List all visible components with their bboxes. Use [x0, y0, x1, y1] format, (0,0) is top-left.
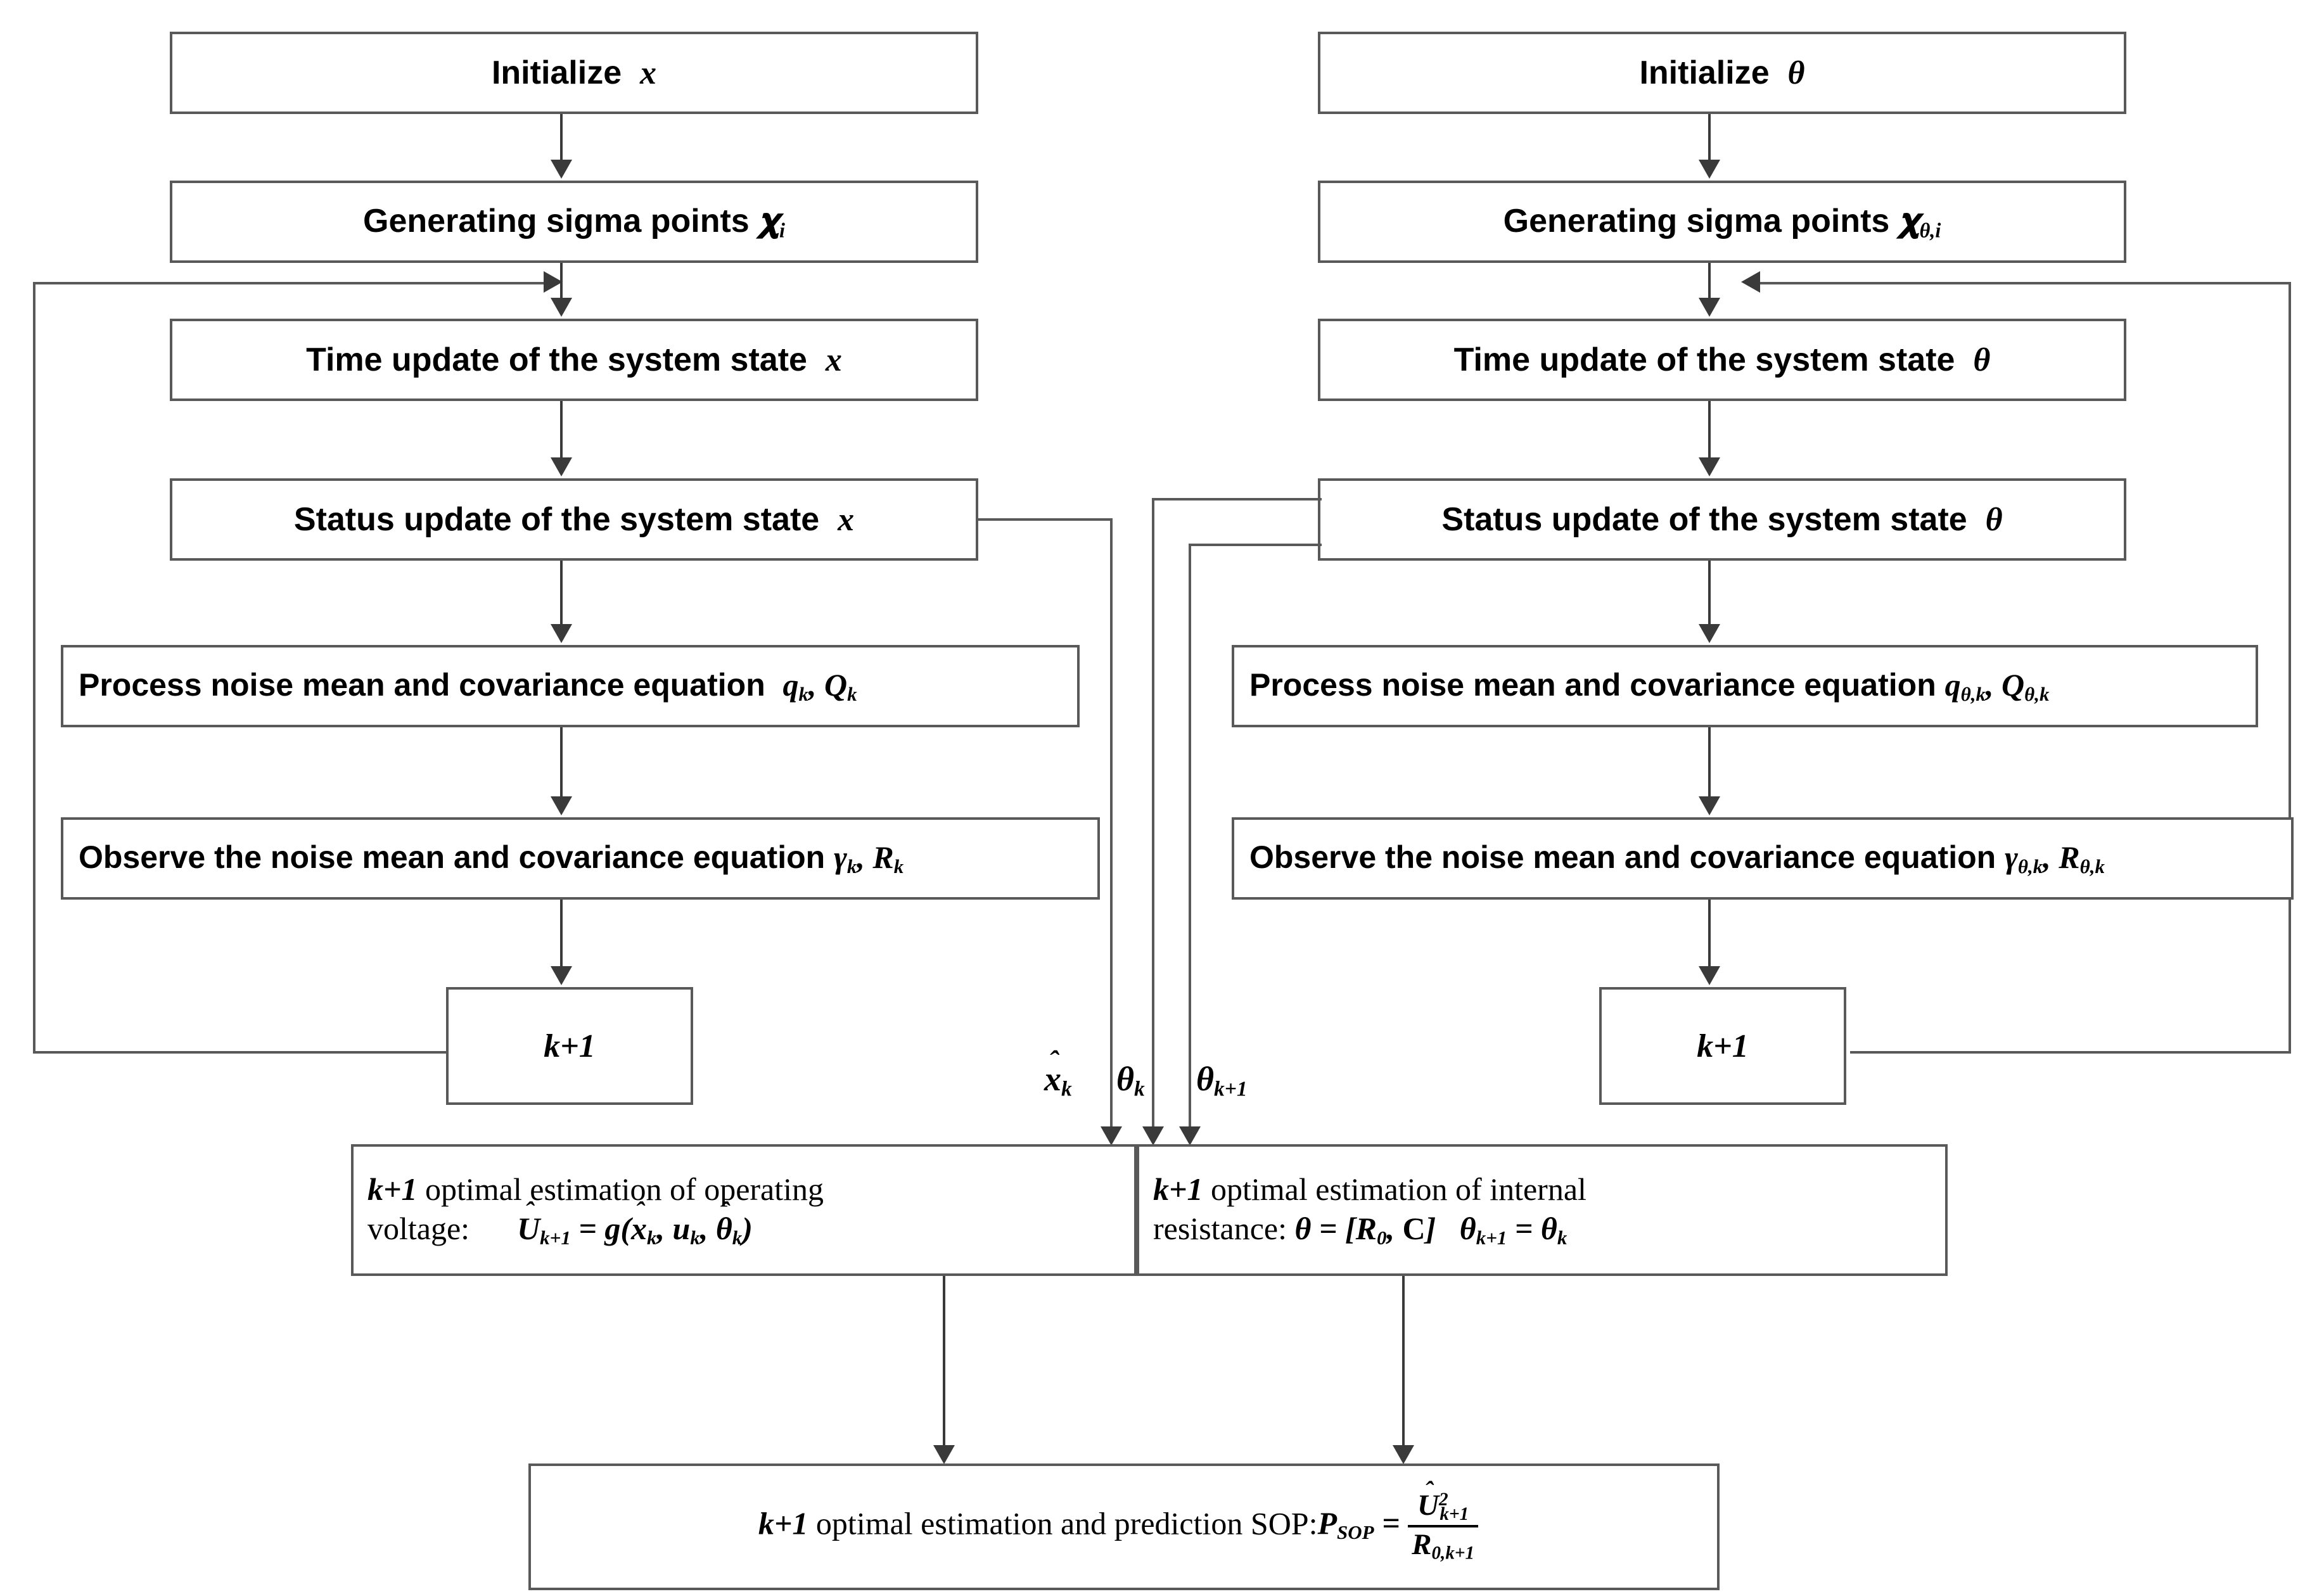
box-time-update-theta: Time update of the system state θ [1318, 319, 2126, 401]
sigma-x-label: Generating sigma points [363, 202, 750, 239]
resistance-line2-label: resistance: [1153, 1211, 1287, 1247]
sop-text: optimal estimation and prediction SOP: [808, 1505, 1318, 1541]
arrowhead-status-to-process-theta [1699, 624, 1720, 643]
arrowhead-process-to-observe-x [551, 796, 572, 815]
edge-label-theta-k: θk [1116, 1060, 1145, 1101]
process-noise-x-label: Process noise mean and covariance equati… [79, 667, 765, 703]
thetak-route-vertical [1152, 498, 1154, 1128]
right-feedback-bottom [1850, 1051, 2291, 1054]
sop-fraction: Û2k+1 R0,k+1 [1408, 1491, 1479, 1563]
box-counter-x: k+1 [446, 987, 693, 1105]
arrowhead-observe-to-counter-theta [1699, 966, 1720, 985]
time-update-theta-label: Time update of the system state [1453, 341, 1955, 378]
arrow-status-to-process-theta [1708, 561, 1711, 626]
resistance-line1: optimal estimation of internal [1203, 1171, 1587, 1207]
xhat-route-vertical [1110, 518, 1113, 1128]
resistance-prefix: k+1 [1153, 1171, 1203, 1207]
time-update-x-label: Time update of the system state [306, 341, 807, 378]
status-update-x-label: Status update of the system state [293, 501, 820, 538]
arrow-resistance-to-sop [1402, 1276, 1405, 1447]
xhat-route-horizontal [976, 518, 1113, 521]
arrow-sigma-to-time-x [560, 263, 563, 300]
thetak1-arrowhead [1179, 1126, 1201, 1145]
right-feedback-top [1760, 282, 2291, 284]
left-feedback-vertical [33, 282, 35, 1054]
box-sigma-points-theta: Generating sigma points 𝛘θ,i [1318, 181, 2126, 263]
initialize-theta-label: Initialize [1639, 54, 1770, 91]
right-feedback-vertical [2289, 282, 2291, 1054]
arrowhead-sigma-to-time-theta [1699, 298, 1720, 317]
box-status-update-theta: Status update of the system state θ [1318, 478, 2126, 561]
arrowhead-init-to-sigma-x [551, 160, 572, 179]
arrowhead-init-to-sigma-theta [1699, 160, 1720, 179]
box-sigma-points-x: Generating sigma points 𝛘i [170, 181, 978, 263]
thetak-arrowhead [1142, 1126, 1164, 1145]
box-resistance-estimation: k+1 optimal estimation of internal resis… [1137, 1144, 1948, 1276]
box-initialize-x: Initialize x [170, 32, 978, 114]
arrowhead-status-to-process-x [551, 624, 572, 643]
box-counter-theta: k+1 [1599, 987, 1846, 1105]
counter-theta-label: k+1 [1697, 1028, 1749, 1064]
thetak1-route-horizontal [1189, 544, 1322, 546]
box-process-noise-theta: Process noise mean and covariance equati… [1232, 645, 2258, 727]
right-feedback-arrowhead [1741, 271, 1760, 293]
arrow-process-to-observe-theta [1708, 727, 1711, 798]
process-noise-theta-label: Process noise mean and covariance equati… [1249, 667, 1936, 703]
left-feedback-arrowhead [544, 271, 563, 293]
arrow-init-to-sigma-x [560, 114, 563, 162]
arrowhead-time-to-status-theta [1699, 457, 1720, 476]
arrow-time-to-status-x [560, 401, 563, 459]
arrow-init-to-sigma-theta [1708, 114, 1711, 162]
edge-label-theta-k1: θk+1 [1196, 1060, 1248, 1101]
box-voltage-estimation: k+1 optimal estimation of operating volt… [351, 1144, 1137, 1276]
box-status-update-x: Status update of the system state x [170, 478, 978, 561]
left-feedback-bottom [33, 1051, 446, 1054]
thetak-route-horizontal [1152, 498, 1322, 501]
voltage-prefix: k+1 [367, 1171, 418, 1207]
status-update-theta-label: Status update of the system state [1441, 501, 1967, 538]
xhat-arrowhead [1101, 1126, 1122, 1145]
box-observe-noise-theta: Observe the noise mean and covariance eq… [1232, 817, 2294, 900]
arrowhead-sigma-to-time-x [551, 298, 572, 317]
arrow-observe-to-counter-x [560, 900, 563, 968]
left-feedback-top [33, 282, 546, 284]
box-observe-noise-x: Observe the noise mean and covariance eq… [61, 817, 1100, 900]
arrowhead-time-to-status-x [551, 457, 572, 476]
arrow-process-to-observe-x [560, 727, 563, 798]
arrowhead-resistance-to-sop [1393, 1445, 1414, 1464]
arrow-time-to-status-theta [1708, 401, 1711, 459]
arrow-observe-to-counter-theta [1708, 900, 1711, 968]
observe-noise-theta-label: Observe the noise mean and covariance eq… [1249, 839, 1996, 876]
voltage-line2-label: voltage: [367, 1211, 470, 1247]
edge-label-xhat-k: x̂k [1044, 1060, 1072, 1101]
counter-x-label: k+1 [544, 1028, 596, 1064]
thetak1-route-vertical [1189, 544, 1191, 1128]
arrowhead-observe-to-counter-x [551, 966, 572, 985]
voltage-line1: optimal estimation of operating [417, 1171, 824, 1207]
sigma-theta-label: Generating sigma points [1503, 202, 1890, 239]
arrow-voltage-to-sop [943, 1276, 945, 1447]
sop-prefix: k+1 [758, 1505, 808, 1541]
arrow-status-to-process-x [560, 561, 563, 626]
box-initialize-theta: Initialize θ [1318, 32, 2126, 114]
observe-noise-x-label: Observe the noise mean and covariance eq… [79, 839, 826, 876]
arrowhead-process-to-observe-theta [1699, 796, 1720, 815]
box-time-update-x: Time update of the system state x [170, 319, 978, 401]
initialize-x-label: Initialize [491, 54, 622, 91]
arrow-sigma-to-time-theta [1708, 263, 1711, 300]
box-sop-prediction: k+1 optimal estimation and prediction SO… [528, 1463, 1720, 1590]
box-process-noise-x: Process noise mean and covariance equati… [61, 645, 1080, 727]
arrowhead-voltage-to-sop [933, 1445, 955, 1464]
